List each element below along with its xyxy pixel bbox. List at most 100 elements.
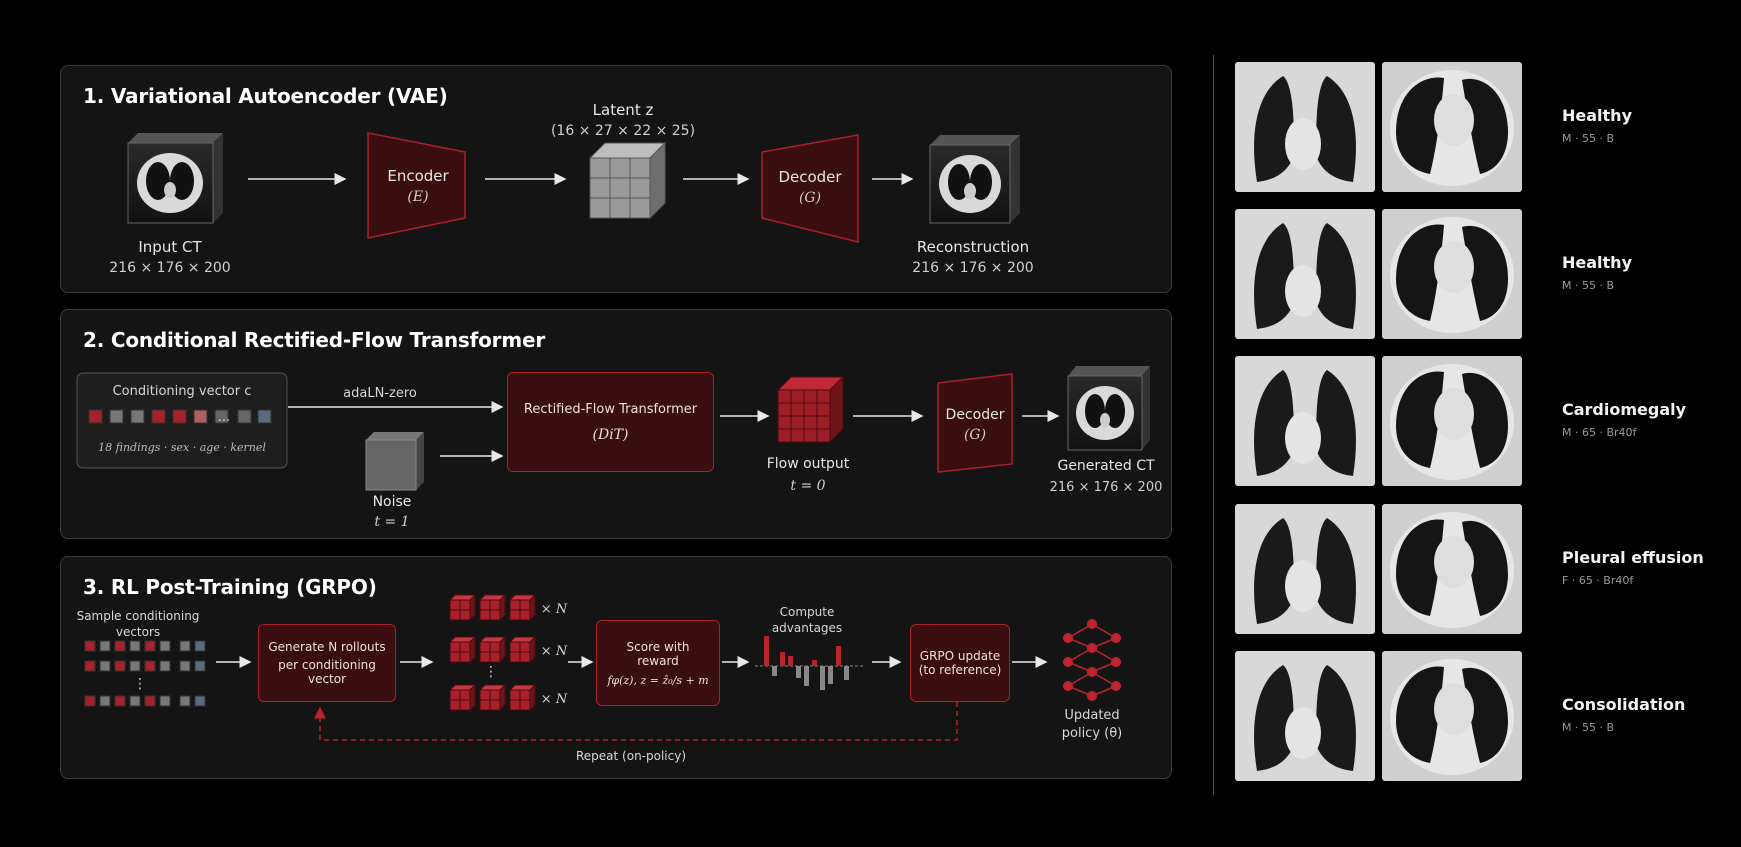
condition-square (88, 409, 103, 424)
cube-cell (790, 428, 805, 443)
sample-label-1: Sample conditioning (76, 609, 200, 623)
times-n-1: × N (540, 602, 568, 617)
cube-cell (519, 641, 531, 653)
conditioning-caption: 18 findings · sex · age · kernel (98, 441, 266, 454)
input-ct-cube-icon (127, 133, 223, 224)
decoder-label: Decoder (778, 168, 842, 186)
policy-network-icon (1063, 619, 1121, 701)
cube-cell (479, 609, 491, 621)
advantages-line2: advantages (771, 621, 843, 635)
times-n-2: × N (540, 644, 568, 659)
diagnosis-label: Consolidation (1562, 695, 1686, 714)
cube-cell (609, 157, 631, 179)
cube-cell (790, 389, 805, 404)
cube-cell (629, 197, 651, 219)
rollout-box: Generate N rollouts per conditioning vec… (258, 624, 396, 702)
cube-cell (449, 689, 461, 701)
axial-ct-image (1382, 209, 1522, 339)
axial-ct-image (1382, 651, 1522, 781)
conditioning-dots: ··· (217, 414, 231, 429)
vector-square (99, 640, 111, 652)
cube-side (499, 635, 506, 664)
cube-cell (489, 699, 501, 711)
vae-title: 1. Variational Autoencoder (VAE) (83, 84, 448, 108)
axial-ct-image (1382, 62, 1522, 192)
cube-cell (479, 699, 491, 711)
vector-square (159, 640, 171, 652)
vector-square (144, 695, 156, 707)
flow-decoder-label: Decoder (945, 407, 1005, 423)
sample-vdots: ⋮ (133, 676, 147, 692)
input-ct-dims: 216 × 176 × 200 (109, 260, 231, 276)
rollout-vdots: ⋮ (484, 664, 498, 680)
condition-square (237, 409, 252, 424)
coronal-ct-image (1235, 62, 1375, 192)
axial-lung-icon (1382, 504, 1522, 634)
transformer-box: Rectified-Flow Transformer (DiT) (507, 372, 714, 472)
advantages-bar-icon (755, 636, 865, 690)
cube-cell (489, 651, 501, 663)
axial-lung-icon (1382, 62, 1522, 192)
flow-decoder-symbol: (G) (963, 427, 987, 443)
encoder-shape (367, 132, 466, 239)
cube-cell (816, 428, 831, 443)
cube-cell (459, 689, 471, 701)
encoder-symbol: (E) (407, 189, 429, 205)
coronal-ct-image (1235, 651, 1375, 781)
cube-side (469, 683, 476, 712)
vector-square (179, 695, 191, 707)
cube-cell (489, 599, 501, 611)
policy-line1: Updated (1064, 708, 1120, 723)
cube-cell (509, 641, 521, 653)
grpo-box: GRPO update (to reference) (910, 624, 1010, 702)
cube-cell (509, 689, 521, 701)
coronal-lung-icon (1235, 356, 1375, 486)
rollout-cubes (448, 593, 537, 712)
coronal-ct-image (1235, 209, 1375, 339)
sample-meta: F · 65 · Br40f (1562, 574, 1634, 587)
cube-cell (777, 415, 792, 430)
cube-cell (519, 689, 531, 701)
axial-lung-icon (1382, 209, 1522, 339)
cube-cell (509, 651, 521, 663)
cube-cell (479, 599, 491, 611)
cube-side (469, 635, 476, 664)
condition-square (151, 409, 166, 424)
condition-square (193, 409, 208, 424)
cube-cell (519, 609, 531, 621)
vector-square (129, 695, 141, 707)
cube-cell (459, 651, 471, 663)
times-n-3: × N (540, 692, 568, 707)
latent-cube-icon (588, 141, 667, 220)
reconstruction-cube-icon (929, 135, 1020, 224)
repeat-label: Repeat (on-policy) (575, 749, 687, 763)
cube-side (529, 683, 536, 712)
conditioning-title: Conditioning vector c (112, 384, 252, 399)
condition-square (172, 409, 187, 424)
cube-cell (803, 402, 818, 417)
cube-cell (803, 389, 818, 404)
cube-cell (459, 609, 471, 621)
vector-square (99, 660, 111, 672)
cube-cell (489, 609, 501, 621)
cube-cell (479, 641, 491, 653)
cube-cell (777, 389, 792, 404)
cube-cell (449, 609, 461, 621)
vector-square (99, 695, 111, 707)
flow-output-t: t = 0 (790, 478, 826, 494)
coronal-lung-icon (1235, 209, 1375, 339)
cube-cell (519, 699, 531, 711)
vector-square (159, 695, 171, 707)
generated-ct-cube-icon (1067, 366, 1150, 451)
advantages-line1: Compute (779, 605, 835, 619)
vector-square (84, 660, 96, 672)
input-ct-label: Input CT (138, 238, 202, 256)
flow-output-cube-icon (776, 375, 845, 444)
vector-square (114, 660, 126, 672)
cube-cell (509, 599, 521, 611)
vector-square (129, 640, 141, 652)
policy-line2: policy (θ) (1061, 726, 1123, 741)
coronal-lung-icon (1235, 651, 1375, 781)
coronal-lung-icon (1235, 62, 1375, 192)
